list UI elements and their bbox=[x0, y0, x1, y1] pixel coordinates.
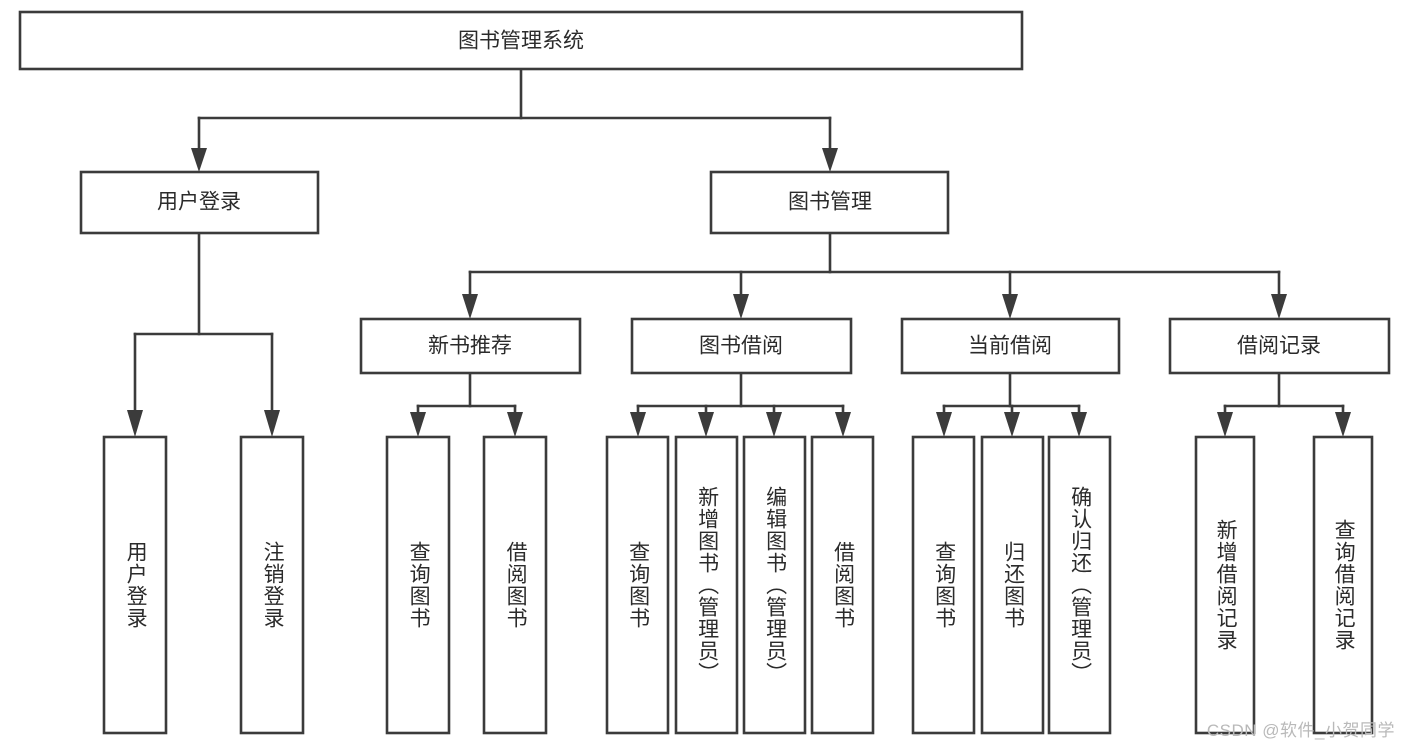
arrow-head-leaf-query-book-3 bbox=[936, 412, 952, 437]
leaf-add-book-box[interactable] bbox=[674, 435, 739, 735]
node-book-borrow[interactable]: 图书借阅 bbox=[630, 317, 853, 375]
node-borrow-record-label: 借阅记录 bbox=[1237, 335, 1321, 358]
leaf-return-book-box[interactable] bbox=[980, 435, 1045, 735]
node-new-book-recommend-box[interactable] bbox=[359, 317, 582, 375]
connector-group-root bbox=[191, 67, 838, 172]
node-book-borrow-box[interactable] bbox=[630, 317, 853, 375]
arrow-head-leaf-borrow-book-1 bbox=[507, 412, 523, 437]
arrow-head-leaf-confirm-return bbox=[1071, 412, 1087, 437]
connector-group-current-borrow bbox=[936, 371, 1087, 437]
leaf-borrow-book-2-box[interactable] bbox=[810, 435, 875, 735]
connector-group-book-manage bbox=[462, 231, 1287, 319]
connector-group-new-book-recommend bbox=[410, 371, 523, 437]
arrow-head-leaf-query-record bbox=[1335, 412, 1351, 437]
node-current-borrow-label: 当前借阅 bbox=[968, 335, 1052, 358]
node-borrow-record-box[interactable] bbox=[1168, 317, 1391, 375]
node-root[interactable]: 图书管理系统 bbox=[18, 10, 1024, 71]
connector-group-user-login bbox=[127, 231, 280, 437]
node-book-manage[interactable]: 图书管理 bbox=[709, 170, 950, 235]
node-root-box[interactable] bbox=[18, 10, 1024, 71]
arrow-head-leaf-add-record bbox=[1217, 412, 1233, 437]
node-new-book-recommend-label: 新书推荐 bbox=[428, 335, 512, 358]
node-user-login-box[interactable] bbox=[79, 170, 320, 235]
connector-group-book-borrow bbox=[630, 371, 851, 437]
leaf-user-login-box[interactable] bbox=[102, 435, 168, 735]
node-root-label: 图书管理系统 bbox=[458, 30, 584, 53]
leaf-add-record-box[interactable] bbox=[1194, 435, 1256, 735]
csdn-watermark: CSDN @软件_小贺同学 bbox=[1206, 721, 1395, 740]
arrow-head-leaf-user-login bbox=[127, 410, 143, 437]
node-book-borrow-label: 图书借阅 bbox=[699, 335, 783, 358]
arrow-head-user-login bbox=[191, 148, 207, 172]
node-book-manage-label: 图书管理 bbox=[788, 191, 872, 214]
node-new-book-recommend[interactable]: 新书推荐 bbox=[359, 317, 582, 375]
connector-group-borrow-record bbox=[1217, 371, 1351, 437]
arrow-head-current-borrow bbox=[1002, 294, 1018, 319]
leaf-query-record-box[interactable] bbox=[1312, 435, 1374, 735]
arrow-head-leaf-add-book bbox=[698, 412, 714, 437]
node-current-borrow-box[interactable] bbox=[900, 317, 1121, 375]
arrow-head-book-borrow bbox=[733, 294, 749, 319]
leaf-query-book-1-box[interactable] bbox=[385, 435, 451, 735]
arrow-head-leaf-borrow-book-2 bbox=[835, 412, 851, 437]
leaf-query-book-2-box[interactable] bbox=[605, 435, 670, 735]
arrow-head-leaf-query-book-1 bbox=[410, 412, 426, 437]
arrow-head-borrow-record bbox=[1271, 294, 1287, 319]
arrow-head-leaf-return-book bbox=[1004, 412, 1020, 437]
arrow-head-leaf-edit-book bbox=[766, 412, 782, 437]
leaf-confirm-return-box[interactable] bbox=[1047, 435, 1112, 735]
leaf-borrow-book-1-box[interactable] bbox=[482, 435, 548, 735]
node-book-manage-box[interactable] bbox=[709, 170, 950, 235]
arrow-head-new-book-recommend bbox=[462, 294, 478, 319]
arrow-head-leaf-query-book-2 bbox=[630, 412, 646, 437]
leaf-query-book-3-box[interactable] bbox=[911, 435, 976, 735]
leaf-user-logout-box[interactable] bbox=[239, 435, 305, 735]
node-current-borrow[interactable]: 当前借阅 bbox=[900, 317, 1121, 375]
node-user-login[interactable]: 用户登录 bbox=[79, 170, 320, 235]
arrow-head-book-manage bbox=[822, 148, 838, 172]
node-user-login-label: 用户登录 bbox=[157, 191, 241, 214]
leaf-boxes bbox=[102, 435, 1374, 735]
node-borrow-record[interactable]: 借阅记录 bbox=[1168, 317, 1391, 375]
arrow-head-leaf-user-logout bbox=[264, 410, 280, 437]
leaf-edit-book-box[interactable] bbox=[742, 435, 807, 735]
